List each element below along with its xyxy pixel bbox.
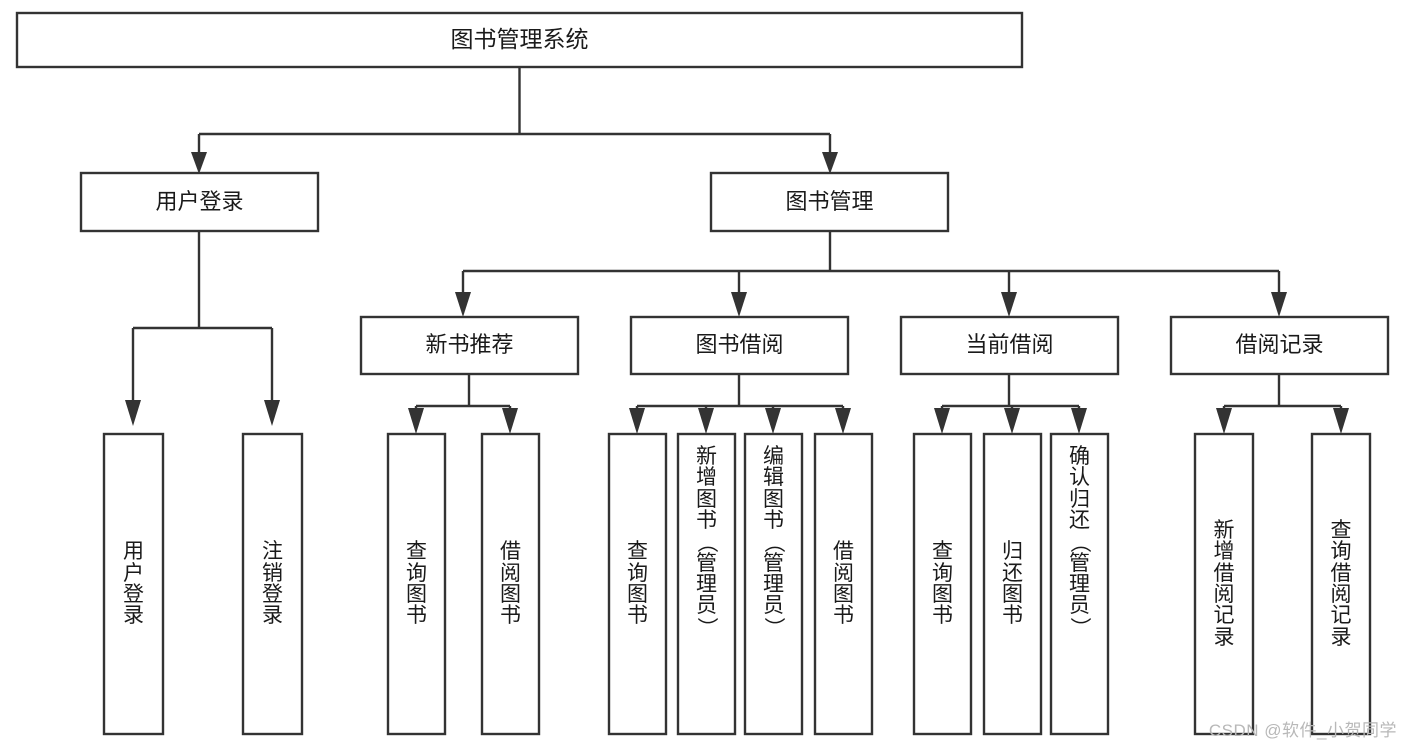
arrow-bb-leaf-3 [765, 408, 781, 434]
arrow-br-leaf-2 [1333, 408, 1349, 434]
arrow-to-new-book-recommend [455, 292, 471, 317]
leaf-logout[interactable] [241, 432, 304, 736]
arrow-nbr-leaf-1 [408, 408, 424, 434]
node-book-borrow[interactable] [629, 315, 850, 376]
node-book-borrow-label: 图书借阅 [695, 332, 783, 357]
leaf-bb-edit-book[interactable] [743, 432, 804, 736]
node-book-manage-label: 图书管理 [785, 189, 873, 214]
leaf-bb-query-book[interactable] [607, 432, 668, 736]
leaf-cb-return-book[interactable] [982, 432, 1043, 736]
leaf-cb-confirm-return[interactable] [1049, 432, 1110, 736]
arrow-root-to-book-manage [822, 152, 838, 174]
arrow-cb-leaf-3 [1071, 408, 1087, 434]
arrow-cb-leaf-1 [934, 408, 950, 434]
leaf-br-add-record[interactable] [1193, 432, 1255, 736]
node-user-login-label: 用户登录 [155, 189, 243, 214]
nodes-layer: 图书管理系统 用户登录 图书管理 新书推荐 图书借阅 当前借阅 借阅记录 [15, 11, 1390, 736]
node-book-manage[interactable] [709, 171, 950, 233]
node-new-book-recommend[interactable] [359, 315, 580, 376]
leaf-bb-add-book[interactable] [676, 432, 737, 736]
leaf-nbr-query-book[interactable] [386, 432, 447, 736]
node-new-book-recommend-label: 新书推荐 [425, 332, 513, 357]
arrow-cb-leaf-2 [1004, 408, 1020, 434]
leaf-user-login[interactable] [102, 432, 165, 736]
leaf-bb-borrow-book[interactable] [813, 432, 874, 736]
arrow-to-leaf-user-login [125, 400, 141, 426]
arrow-bb-leaf-2 [698, 408, 714, 434]
arrow-br-leaf-1 [1216, 408, 1232, 434]
arrow-root-to-user-login [191, 152, 207, 174]
node-borrow-record[interactable] [1169, 315, 1390, 376]
node-root[interactable] [15, 11, 1024, 69]
node-user-login[interactable] [79, 171, 320, 233]
arrow-to-leaf-logout [264, 400, 280, 426]
node-borrow-record-label: 借阅记录 [1235, 332, 1323, 357]
node-current-borrow[interactable] [899, 315, 1120, 376]
arrow-to-book-borrow [731, 292, 747, 317]
leaf-nbr-borrow-book[interactable] [480, 432, 541, 736]
arrow-bb-leaf-4 [835, 408, 851, 434]
arrow-bb-leaf-1 [629, 408, 645, 434]
arrow-nbr-leaf-2 [502, 408, 518, 434]
node-root-label: 图书管理系统 [451, 26, 589, 52]
leaf-cb-query-book[interactable] [912, 432, 973, 736]
leaf-br-query-record[interactable] [1310, 432, 1372, 736]
arrow-to-borrow-record [1271, 292, 1287, 317]
arrow-to-current-borrow [1001, 292, 1017, 317]
edges-layer [125, 67, 1349, 434]
node-current-borrow-label: 当前借阅 [965, 332, 1053, 357]
